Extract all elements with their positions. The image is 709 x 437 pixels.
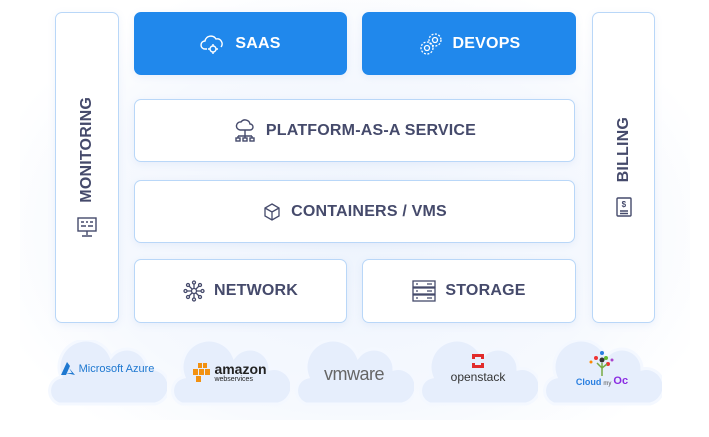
gears-icon (418, 31, 444, 57)
provider-azure: Microsoft Azure (47, 340, 167, 406)
server-icon (412, 280, 437, 302)
provider-mark: Oc (613, 375, 629, 387)
storage-layer: STORAGE (362, 259, 576, 323)
provider-cloudmyoc: Cloud my Oc (542, 340, 662, 406)
containers-layer: CONTAINERS / VMS (134, 180, 575, 243)
paas-label: PLATFORM-AS-A SERVICE (265, 121, 477, 139)
provider-subname: my (603, 381, 612, 387)
storage-label: STORAGE (445, 282, 526, 299)
azure-logo-icon (60, 362, 76, 376)
saas-label: SAAS (235, 34, 281, 52)
provider-name: openstack (450, 370, 506, 384)
saas-layer: SAAS (134, 12, 347, 75)
receipt-icon: $ (615, 196, 633, 218)
openstack-logo-icon (472, 354, 484, 368)
monitoring-layer: MONITORING (55, 12, 119, 323)
paas-layer: PLATFORM-AS-A SERVICE (134, 99, 575, 162)
provider-subname: webservices (214, 376, 253, 383)
containers-label: CONTAINERS / VMS (291, 202, 447, 220)
aws-boxes-icon (193, 362, 211, 383)
monitoring-label: MONITORING (78, 96, 95, 203)
cube-icon (262, 202, 282, 222)
provider-name: amazon (214, 361, 267, 377)
tree-dots-icon (586, 350, 618, 376)
billing-layer: BILLING $ (592, 12, 655, 323)
monitor-icon (76, 216, 98, 238)
provider-name: vmware (323, 364, 385, 384)
network-label: NETWORK (213, 282, 299, 299)
cloud-network-icon (233, 118, 257, 143)
cloud-gear-icon (200, 33, 226, 55)
svg-text:$: $ (621, 200, 626, 209)
provider-openstack: openstack (418, 340, 538, 406)
network-layer: NETWORK (134, 259, 347, 323)
provider-aws: amazon webservices (170, 340, 290, 406)
billing-label: BILLING (614, 116, 632, 183)
provider-vmware: vmware (294, 340, 414, 406)
devops-label: DEVOPS (452, 34, 521, 52)
network-icon (183, 280, 205, 302)
provider-name: Cloud (575, 377, 602, 387)
provider-name: Microsoft Azure (78, 363, 155, 375)
devops-layer: DEVOPS (362, 12, 576, 75)
